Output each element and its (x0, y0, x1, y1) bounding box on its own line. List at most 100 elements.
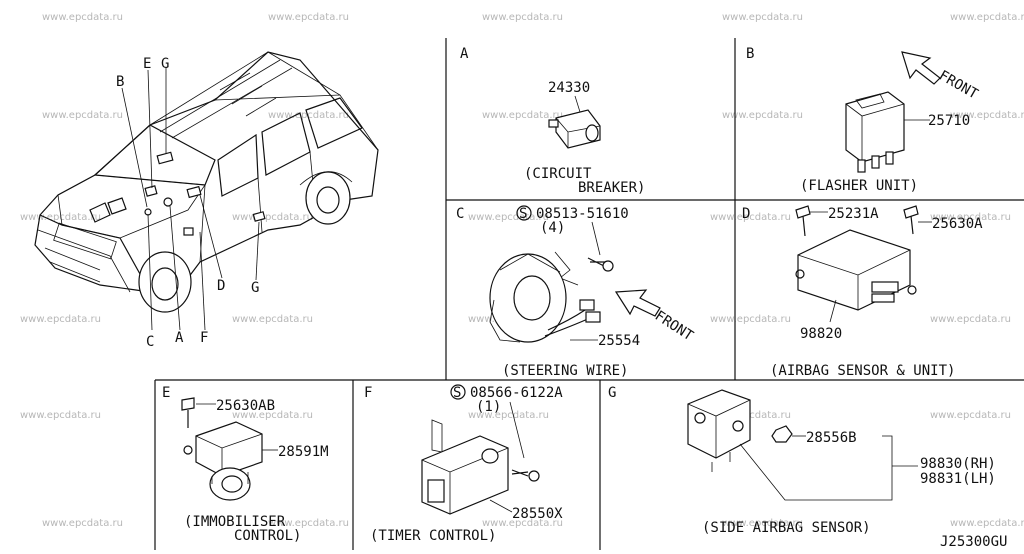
watermark: www.epcdata.ru (20, 314, 101, 325)
panel-e-letter: E (162, 385, 170, 401)
watermark: www.epcdata.ru (930, 410, 1011, 421)
vehicle-illustration: B E G C A F D G (34, 51, 379, 350)
panel-f-part-number: 28550X (512, 506, 563, 522)
watermark: www.epcdata.ru (468, 212, 549, 223)
panel-e-caption-line1: (IMMOBILISER (184, 514, 286, 530)
panel-d-part-c: 98820 (800, 326, 842, 342)
watermark: www.epcdata.ru (722, 12, 803, 23)
screw-icon (511, 469, 540, 482)
panel-c-letter: C (456, 206, 464, 222)
panel-b-part-number: 25710 (928, 113, 970, 129)
vehicle-callout-g-upper: G (161, 56, 169, 72)
watermark: www.epcdata.ru (20, 212, 101, 223)
panel-c-screw-symbol: S (519, 206, 527, 222)
panel-a-caption-line2: BREAKER) (578, 180, 645, 196)
watermark: www.epcdata.ru (482, 110, 563, 121)
panel-b-front-label: FRONT (936, 68, 981, 103)
watermark: www.epcdata.ru (42, 518, 123, 529)
watermark: www.epcdata.ru (482, 518, 563, 529)
timer-control-part (421, 419, 509, 515)
vehicle-callout-c: C (146, 334, 154, 350)
front-arrow-icon (614, 289, 661, 317)
watermark: www.epcdata.ru (710, 212, 791, 223)
watermark: www.epcdata.ru (950, 518, 1024, 529)
watermark: www.epcdata.ru (42, 110, 123, 121)
panel-borders (154, 38, 1024, 550)
watermark: www.epcdata.ru (482, 12, 563, 23)
screw-icon (587, 257, 614, 272)
vehicle-callout-b: B (116, 74, 124, 90)
panel-d-part-a: 25231A (828, 206, 879, 222)
flasher-unit-part (845, 91, 905, 173)
panel-a-caption-line1: (CIRCUIT (524, 166, 592, 182)
panel-a: A 24330 (CIRCUIT BREAKER) (460, 46, 645, 196)
panel-c: C S 08513-51610 (4) FRONT 25554 (STEERIN… (456, 205, 697, 379)
panel-c-screw-number: 08513-51610 (536, 206, 629, 222)
watermark: www.epcdata.ru (232, 410, 313, 421)
panel-f-letter: F (364, 385, 372, 401)
front-arrow-icon (901, 51, 941, 85)
panel-d-caption: (AIRBAG SENSOR & UNIT) (770, 363, 955, 379)
watermark: www.epcdata.ru (930, 314, 1011, 325)
panel-c-screw-qty: (4) (540, 220, 565, 236)
watermark: www.epcdata.ru (232, 314, 313, 325)
watermark: www.epcdata.ru (950, 12, 1024, 23)
bolt-icon (181, 397, 195, 428)
panel-f-screw-qty: (1) (476, 399, 501, 415)
panel-b-caption: (FLASHER UNIT) (800, 178, 918, 194)
watermarks: www.epcdata.ru www.epcdata.ru www.epcdat… (20, 12, 1024, 529)
vehicle-callout-e: E (143, 56, 151, 72)
panel-g-part-a: 28556B (806, 430, 857, 446)
panel-c-front-label: FRONT (652, 308, 697, 345)
side-airbag-sensor-part (687, 389, 751, 472)
watermark: www.epcdata.ru (268, 12, 349, 23)
vehicle-callout-d: D (217, 278, 225, 294)
vehicle-callout-f: F (200, 330, 208, 346)
panel-g: G 28556B 98830(RH) 98831(LH) (SIDE AIRBA… (608, 385, 996, 536)
panel-d-letter: D (742, 206, 750, 222)
panel-f-screw-symbol: S (453, 385, 461, 401)
panel-g-caption: (SIDE AIRBAG SENSOR) (702, 520, 871, 536)
vehicle-callout-a: A (175, 330, 184, 346)
panel-b: B FRONT 25710 (FLASHER UNIT) (746, 46, 981, 194)
immobiliser-part (183, 421, 263, 501)
watermark: www.epcdata.ru (722, 110, 803, 121)
panel-e: E 25630AB 28591M (IMMOBILISER CONTROL) (162, 385, 329, 544)
watermark: www.epcdata.ru (20, 410, 101, 421)
nut-icon (771, 425, 793, 443)
panel-c-caption: (STEERING WIRE) (502, 363, 628, 379)
watermark: www.epcdata.ru (722, 518, 803, 529)
watermark: www.epcdata.ru (468, 410, 549, 421)
airbag-unit-part (795, 229, 917, 311)
vehicle-callout-g-lower: G (251, 280, 259, 296)
diagram-code: J25300GU (940, 534, 1007, 550)
bolt-icon (795, 205, 811, 237)
watermark: www.epcdata.ru (268, 518, 349, 529)
panel-a-letter: A (460, 46, 469, 62)
panel-d-part-b: 25630A (932, 216, 983, 232)
panel-e-part-a: 25630AB (216, 398, 275, 414)
panel-e-caption-line2: CONTROL) (234, 528, 301, 544)
panel-a-part-number: 24330 (548, 80, 590, 96)
panel-d: D 25231A 25630A 98820 (AIRBAG SENSOR & U… (742, 205, 983, 379)
watermark: www.epcdata.ru (232, 212, 313, 223)
watermark: www.epcdata.ru (710, 314, 791, 325)
panel-f-caption: (TIMER CONTROL) (370, 528, 496, 544)
panel-c-part-number: 25554 (598, 333, 640, 349)
panel-b-letter: B (746, 46, 754, 62)
watermark: www.epcdata.ru (930, 212, 1011, 223)
circuit-breaker-part (548, 109, 601, 149)
panel-g-part-rh: 98830(RH) (920, 456, 996, 472)
panel-f: F S 08566-6122A (1) 28550X (TIMER CONTRO… (364, 384, 563, 544)
watermark: www.epcdata.ru (42, 12, 123, 23)
panel-g-part-lh: 98831(LH) (920, 471, 996, 487)
steering-wire-part (489, 253, 601, 343)
panel-g-letter: G (608, 385, 616, 401)
watermark: www.epcdata.ru (268, 110, 349, 121)
watermark: www.epcdata.ru (950, 110, 1024, 121)
bolt-icon (903, 205, 919, 235)
panel-f-screw-number: 08566-6122A (470, 385, 563, 401)
panel-e-part-b: 28591M (278, 444, 329, 460)
